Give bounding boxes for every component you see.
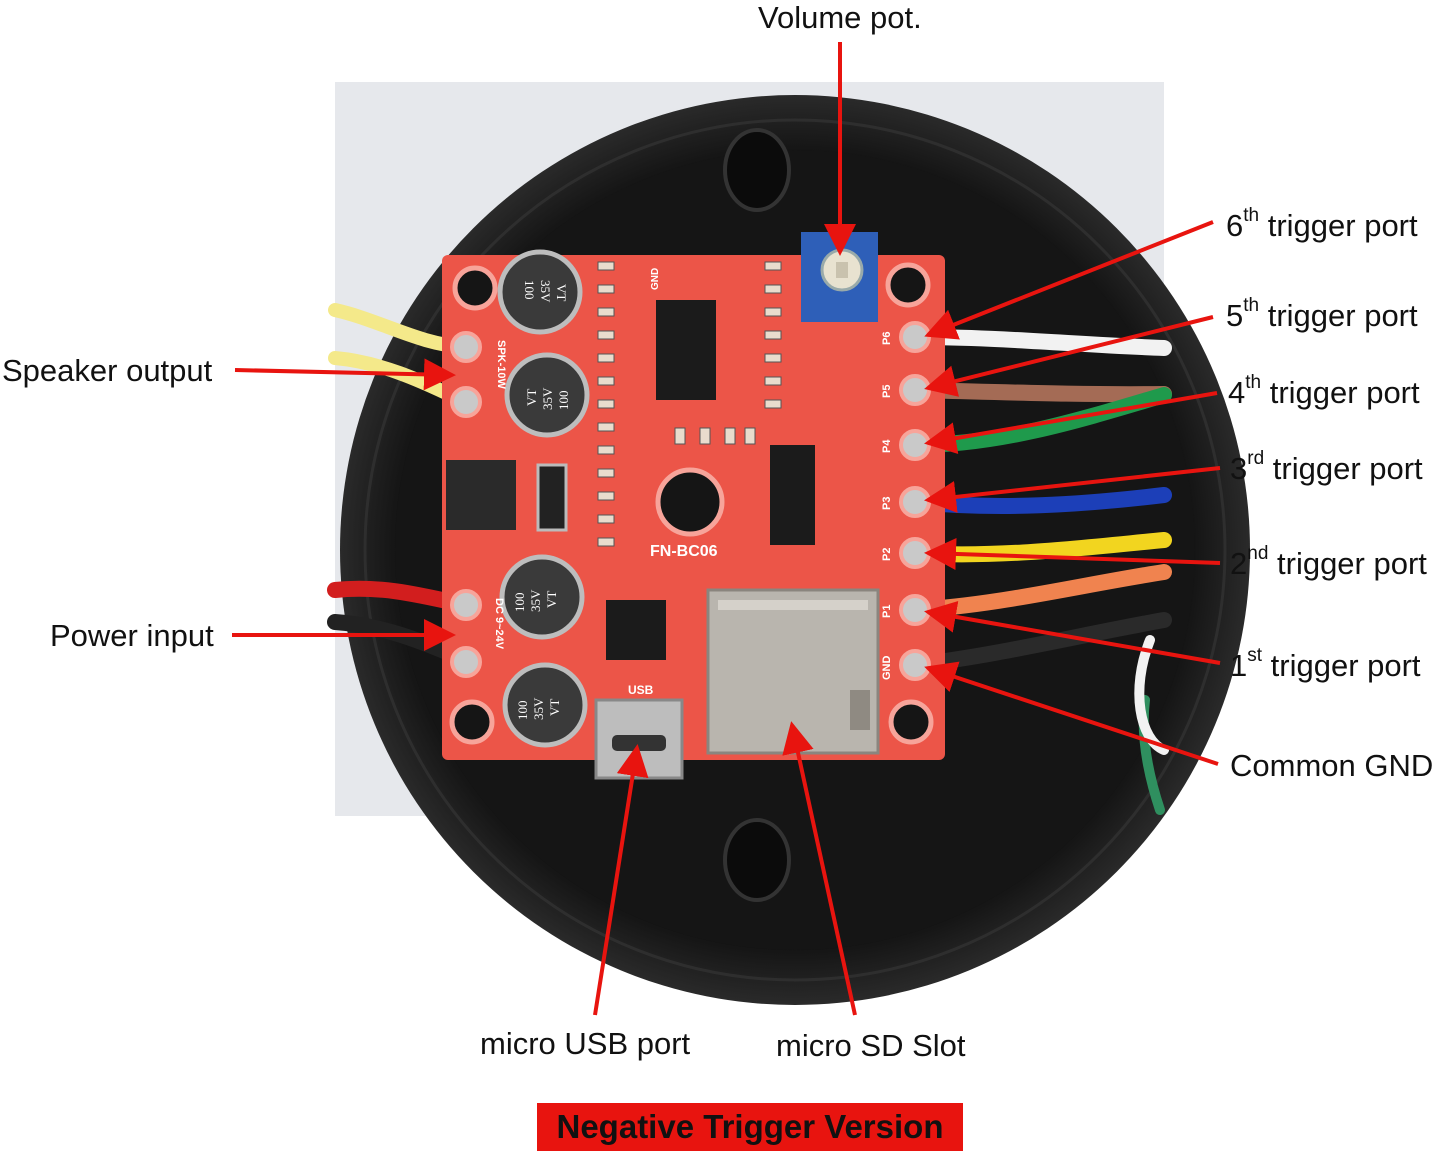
label-trigger-3: 3rd trigger port xyxy=(1230,449,1423,486)
silk-pin-p5: P5 xyxy=(881,385,893,398)
left-pads xyxy=(450,331,482,678)
trigger-2-ordinal: nd xyxy=(1247,543,1269,564)
label-micro-usb: micro USB port xyxy=(480,1026,691,1061)
arrow-trigger-4 xyxy=(924,391,1218,454)
trigger-5-text: trigger port xyxy=(1259,298,1418,333)
arrow-micro-sd xyxy=(782,721,857,1016)
arrow-trigger-2 xyxy=(924,537,1221,570)
regulator xyxy=(446,460,516,530)
silk-usb: USB xyxy=(628,683,654,697)
silk-dc: DC 9~24V xyxy=(493,598,505,650)
silk-pin-p2: P2 xyxy=(881,548,893,561)
trigger-1-text: trigger port xyxy=(1262,648,1421,683)
cap2-value: 100 xyxy=(556,391,571,411)
ic-flash xyxy=(606,600,666,660)
silk-pin-p3: P3 xyxy=(881,497,893,510)
cap3-voltage: 35V xyxy=(528,589,543,612)
center-hole xyxy=(655,467,725,537)
trigger-5-number: 5 xyxy=(1226,298,1244,333)
label-speaker-output: Speaker output xyxy=(2,353,213,388)
trigger-4-ordinal: th xyxy=(1245,372,1262,393)
silk-model: FN-BC06 xyxy=(650,543,718,560)
cap1-series: VT xyxy=(554,284,569,301)
ic-main xyxy=(656,300,716,400)
wire-brown xyxy=(907,382,1172,403)
arrow-trigger-1 xyxy=(924,601,1221,665)
trigger-1-ordinal: st xyxy=(1247,645,1263,666)
label-micro-sd: micro SD Slot xyxy=(776,1028,966,1063)
mounting-hole-bl xyxy=(449,699,495,745)
trigger-2-number: 2 xyxy=(1230,546,1248,581)
mounting-hole-br xyxy=(888,699,934,745)
cap2-series: VT xyxy=(524,389,539,406)
micro-usb-component xyxy=(594,698,684,780)
arrow-speaker-output xyxy=(234,358,456,391)
arrow-trigger-3 xyxy=(924,466,1221,513)
volume-pot-component xyxy=(801,232,878,322)
arrow-trigger-6 xyxy=(924,220,1214,340)
trigger-3-text: trigger port xyxy=(1264,451,1423,486)
mounting-hole-tr xyxy=(885,262,931,308)
diode xyxy=(536,463,568,532)
silk-pin-gnd: GND xyxy=(881,656,893,681)
trigger-2-text: trigger port xyxy=(1268,546,1427,581)
smd-resistors xyxy=(597,261,782,547)
pcb-board: FN-BC06 USB GND SPK-10W DC 9~24V P6 P5 P… xyxy=(442,232,945,780)
silk-gnd-top: GND xyxy=(650,268,661,290)
trigger-6-ordinal: th xyxy=(1243,205,1260,226)
cap4-series: VT xyxy=(547,699,562,716)
trigger-5-ordinal: th xyxy=(1243,295,1260,316)
arrow-micro-usb xyxy=(593,744,649,1016)
trigger-6-text: trigger port xyxy=(1259,208,1418,243)
callout-arrows xyxy=(232,42,1221,1016)
silk-spk: SPK-10W xyxy=(495,340,507,390)
wire-black xyxy=(907,612,1172,673)
label-trigger-5: 5th trigger port xyxy=(1226,296,1418,333)
trigger-1-number: 1 xyxy=(1230,648,1248,683)
capacitor-markings: 100 35V VT 100 35V VT 100 35V VT 100 35V… xyxy=(512,280,571,720)
cap2-voltage: 35V xyxy=(540,387,555,410)
silk-pin-p6: P6 xyxy=(881,332,893,345)
mounting-hole-tl xyxy=(452,265,498,311)
arrow-common-gnd xyxy=(924,661,1219,766)
cap1-value: 100 xyxy=(522,280,537,300)
capacitors xyxy=(497,249,590,748)
negative-trigger-banner: Negative Trigger Version xyxy=(537,1103,963,1151)
trigger-3-ordinal: rd xyxy=(1247,448,1265,469)
trigger-4-text: trigger port xyxy=(1261,375,1420,410)
silk-pin-p1: P1 xyxy=(881,605,893,618)
arrow-trigger-5 xyxy=(924,315,1214,397)
label-trigger-2: 2nd trigger port xyxy=(1230,544,1427,581)
silk-pin-p4: P4 xyxy=(881,439,893,453)
trigger-3-number: 3 xyxy=(1230,451,1248,486)
cap3-series: VT xyxy=(544,591,559,608)
ic-amp xyxy=(770,445,815,545)
cap4-voltage: 35V xyxy=(531,697,546,720)
cap4-value: 100 xyxy=(515,701,530,721)
label-power-input: Power input xyxy=(50,618,214,653)
label-common-gnd: Common GND xyxy=(1230,748,1434,783)
label-trigger-1: 1st trigger port xyxy=(1230,646,1421,683)
label-trigger-6: 6th trigger port xyxy=(1226,206,1418,243)
label-volume-pot: Volume pot. xyxy=(758,0,922,35)
cap1-voltage: 35V xyxy=(538,280,553,303)
trigger-6-number: 6 xyxy=(1226,208,1244,243)
label-trigger-4: 4th trigger port xyxy=(1228,373,1420,410)
trigger-4-number: 4 xyxy=(1228,375,1246,410)
cap3-value: 100 xyxy=(512,593,527,613)
